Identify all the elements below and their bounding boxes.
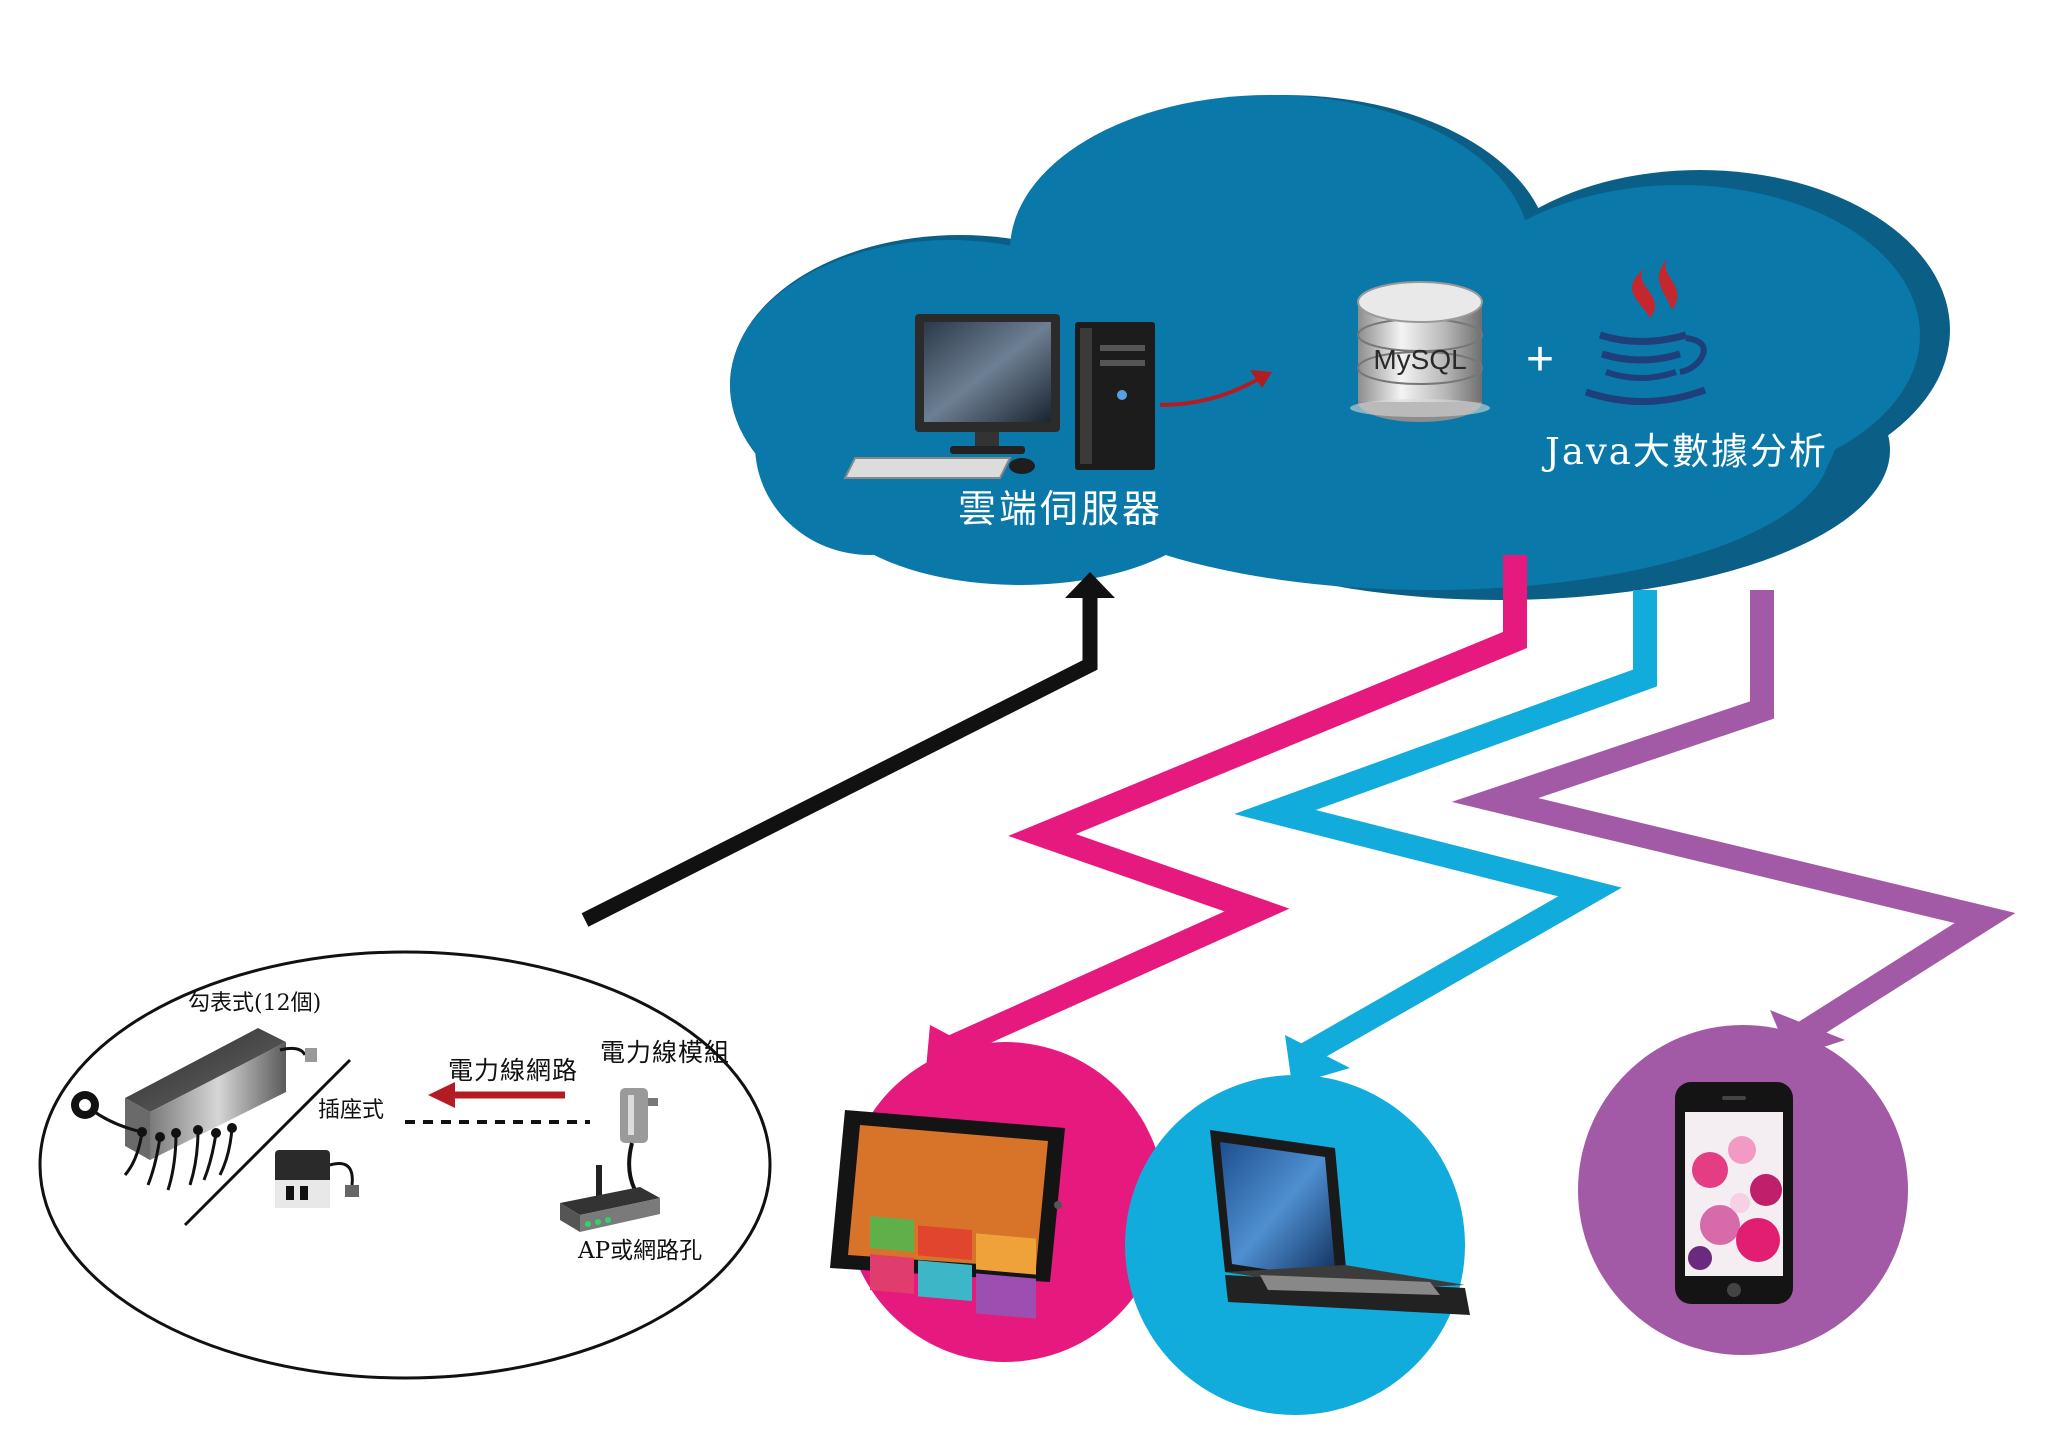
purple-arrow xyxy=(1451,590,2016,1058)
laptop-icon xyxy=(1210,1130,1470,1315)
divider-line xyxy=(183,1058,352,1227)
java-analysis-label: Java大數據分析 xyxy=(1545,430,1828,473)
process-arrow xyxy=(1159,370,1272,407)
upload-arrow xyxy=(581,572,1115,927)
cloud-server-label: 雲端伺服器 xyxy=(958,487,1164,531)
ap-port-label: AP或網路孔 xyxy=(578,1238,703,1264)
desktop-computer-icon xyxy=(843,314,1155,479)
mysql-label: MySQL xyxy=(1373,344,1466,375)
cloud xyxy=(730,95,1950,600)
plc-network-label: 電力線網路 xyxy=(448,1056,579,1085)
cyan-arrow xyxy=(1234,590,1657,1085)
local-hardware-oval xyxy=(38,950,772,1380)
meter-type-label: 勾表式(12個) xyxy=(188,991,322,1016)
socket-plug-icon xyxy=(275,1150,359,1208)
socket-type-label: 插座式 xyxy=(318,1098,385,1123)
magenta-arrow xyxy=(925,555,1527,1080)
mysql-database-icon: MySQL xyxy=(1350,281,1490,422)
plc-network-arrow xyxy=(428,1082,565,1108)
plc-module-label: 電力線模組 xyxy=(600,1038,731,1067)
plc-module-icon xyxy=(620,1088,658,1191)
java-logo-icon xyxy=(1584,258,1707,405)
power-meter-icon xyxy=(71,1028,317,1191)
router-icon xyxy=(560,1165,660,1232)
tablet-icon xyxy=(830,1110,1065,1319)
smartphone-icon xyxy=(1675,1082,1793,1304)
plus-sign: + xyxy=(1526,333,1554,386)
